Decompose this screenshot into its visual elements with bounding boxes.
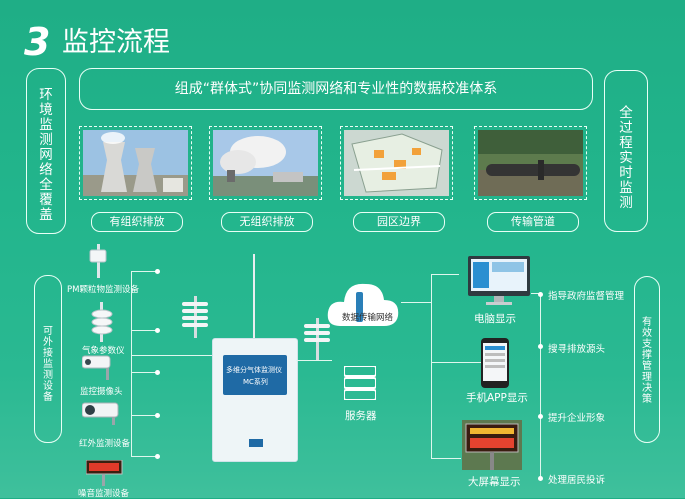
banner-text: 组成“群体式”协同监测网络和专业性的数据校准体系 xyxy=(174,81,498,97)
displays-bus-line xyxy=(431,274,432,458)
scene-card-unorganized xyxy=(209,126,322,200)
realtime-panel: 全过程实时监测 xyxy=(604,70,648,232)
scene-label-unorganized: 无组织排放 xyxy=(221,212,313,232)
banner: 组成“群体式”协同监测网络和专业性的数据校准体系 xyxy=(79,68,593,110)
camera-icon xyxy=(82,355,111,380)
results-link-top xyxy=(531,293,540,294)
bus-dot-camera xyxy=(155,370,160,375)
coverage-panel: 环境监测网络全覆盖 xyxy=(26,68,66,234)
monitoring-station: 多维分气体监测仪 MC系列 xyxy=(212,338,298,462)
result-item-source: 搜寻排放源头 xyxy=(548,344,606,355)
station-screen-panel: 多维分气体监测仪 MC系列 xyxy=(223,355,287,395)
bus-link-camera xyxy=(131,372,157,373)
camera-label: 监控摄像头 xyxy=(80,387,123,397)
section-number: 3 xyxy=(24,20,51,64)
external-devices-panel: 可外接监测设备 xyxy=(34,275,62,443)
section-title: 监控流程 xyxy=(62,27,170,58)
bus-dot-infrared xyxy=(155,413,160,418)
station-right-shield-icon xyxy=(304,318,330,360)
big-screen-label: 大屏幕显示 xyxy=(468,476,521,488)
bus-link-infrared xyxy=(131,415,157,416)
bus-to-phone xyxy=(431,362,481,363)
cloud-network-icon xyxy=(327,283,399,326)
bus-to-computer xyxy=(431,274,459,275)
result-item-image: 提升企业形象 xyxy=(548,413,606,424)
decision-text: 有效支撑管理决策 xyxy=(642,317,652,405)
pm-sensor-icon xyxy=(89,244,107,278)
station-line1: 多维分气体监测仪 xyxy=(226,366,282,374)
noise-monitor-label: 噪音监测设备 xyxy=(78,489,130,499)
results-bus-line xyxy=(540,293,541,477)
weather-sensor-label: 气象参数仪 xyxy=(82,346,125,356)
coverage-text: 环境监测网络全覆盖 xyxy=(39,87,53,223)
weather-sensor-icon xyxy=(91,302,113,342)
noise-monitor-icon xyxy=(86,460,123,486)
result-dot-4 xyxy=(538,476,543,481)
station-antenna xyxy=(253,254,255,338)
bus-dot-pm xyxy=(155,269,160,274)
external-devices-text: 可外接监测设备 xyxy=(43,326,53,403)
pipeline-image xyxy=(478,130,583,196)
bus-link-weather xyxy=(131,330,157,331)
infrared-device-icon xyxy=(82,402,119,425)
server-label: 服务器 xyxy=(345,410,377,422)
bus-link-pm xyxy=(131,271,157,272)
station-to-cloud-line xyxy=(296,360,332,361)
phone-icon xyxy=(481,338,509,388)
decision-panel: 有效支撑管理决策 xyxy=(634,276,660,443)
park-map-image xyxy=(344,130,449,196)
devices-bus-line xyxy=(131,271,132,456)
result-dot-1 xyxy=(538,292,543,297)
computer-label: 电脑显示 xyxy=(474,313,516,325)
bus-to-bigscreen xyxy=(431,458,461,459)
station-logo xyxy=(249,439,263,447)
bus-dot-weather xyxy=(155,328,160,333)
phone-label: 手机APP显示 xyxy=(466,392,528,404)
station-line2: MC系列 xyxy=(243,378,268,386)
big-screen-icon xyxy=(462,420,522,470)
bus-link-noise xyxy=(131,456,157,457)
scene-label-boundary: 园区边界 xyxy=(353,212,445,232)
computer-icon xyxy=(468,256,530,305)
scene-label-pipeline: 传输管道 xyxy=(487,212,579,232)
result-dot-2 xyxy=(538,344,543,349)
cloud-label: 数据传输网络 xyxy=(342,313,394,323)
result-dot-3 xyxy=(538,414,543,419)
pm-sensor-label: PM颗粒物监测设备 xyxy=(67,285,139,295)
factory-smoke-image xyxy=(213,130,318,196)
cooling-tower-image xyxy=(83,130,188,196)
realtime-text: 全过程实时监测 xyxy=(619,105,633,211)
infrared-device-label: 红外监测设备 xyxy=(79,439,131,449)
scene-label-organized: 有组织排放 xyxy=(91,212,183,232)
scene-card-pipeline xyxy=(474,126,587,200)
bus-to-station-line xyxy=(131,355,213,356)
server-icon xyxy=(344,366,376,400)
scene-card-boundary xyxy=(340,126,453,200)
result-item-complaints: 处理居民投诉 xyxy=(548,475,606,486)
scene-card-organized xyxy=(79,126,192,200)
cloud-to-displays-line xyxy=(401,302,431,303)
bus-dot-noise xyxy=(155,454,160,459)
station-left-shield-icon xyxy=(182,296,208,338)
result-item-government: 指导政府监督管理 xyxy=(548,291,625,302)
